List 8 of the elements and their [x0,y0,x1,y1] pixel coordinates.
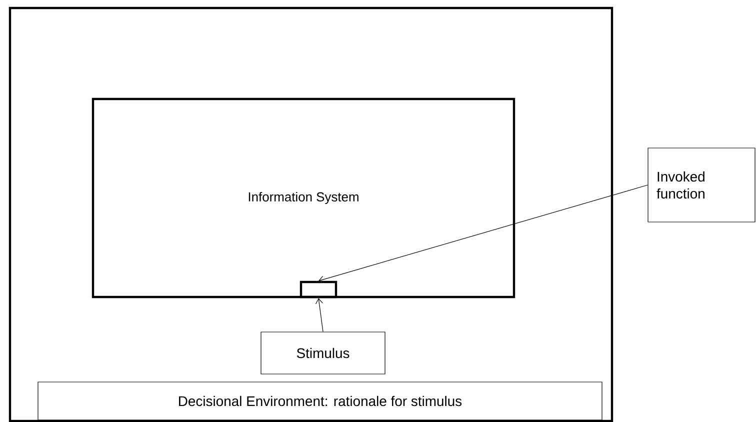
environment-label-box: Decisional Environment: rationale for stimulus [38,382,602,420]
stimulus-box: Stimulus [260,332,386,374]
arrow [315,298,324,332]
interface-box [300,280,338,298]
arrow [318,184,648,283]
environment-box [8,6,614,422]
function-box: Invoked function [648,148,756,222]
system-box: Information System [92,98,516,298]
